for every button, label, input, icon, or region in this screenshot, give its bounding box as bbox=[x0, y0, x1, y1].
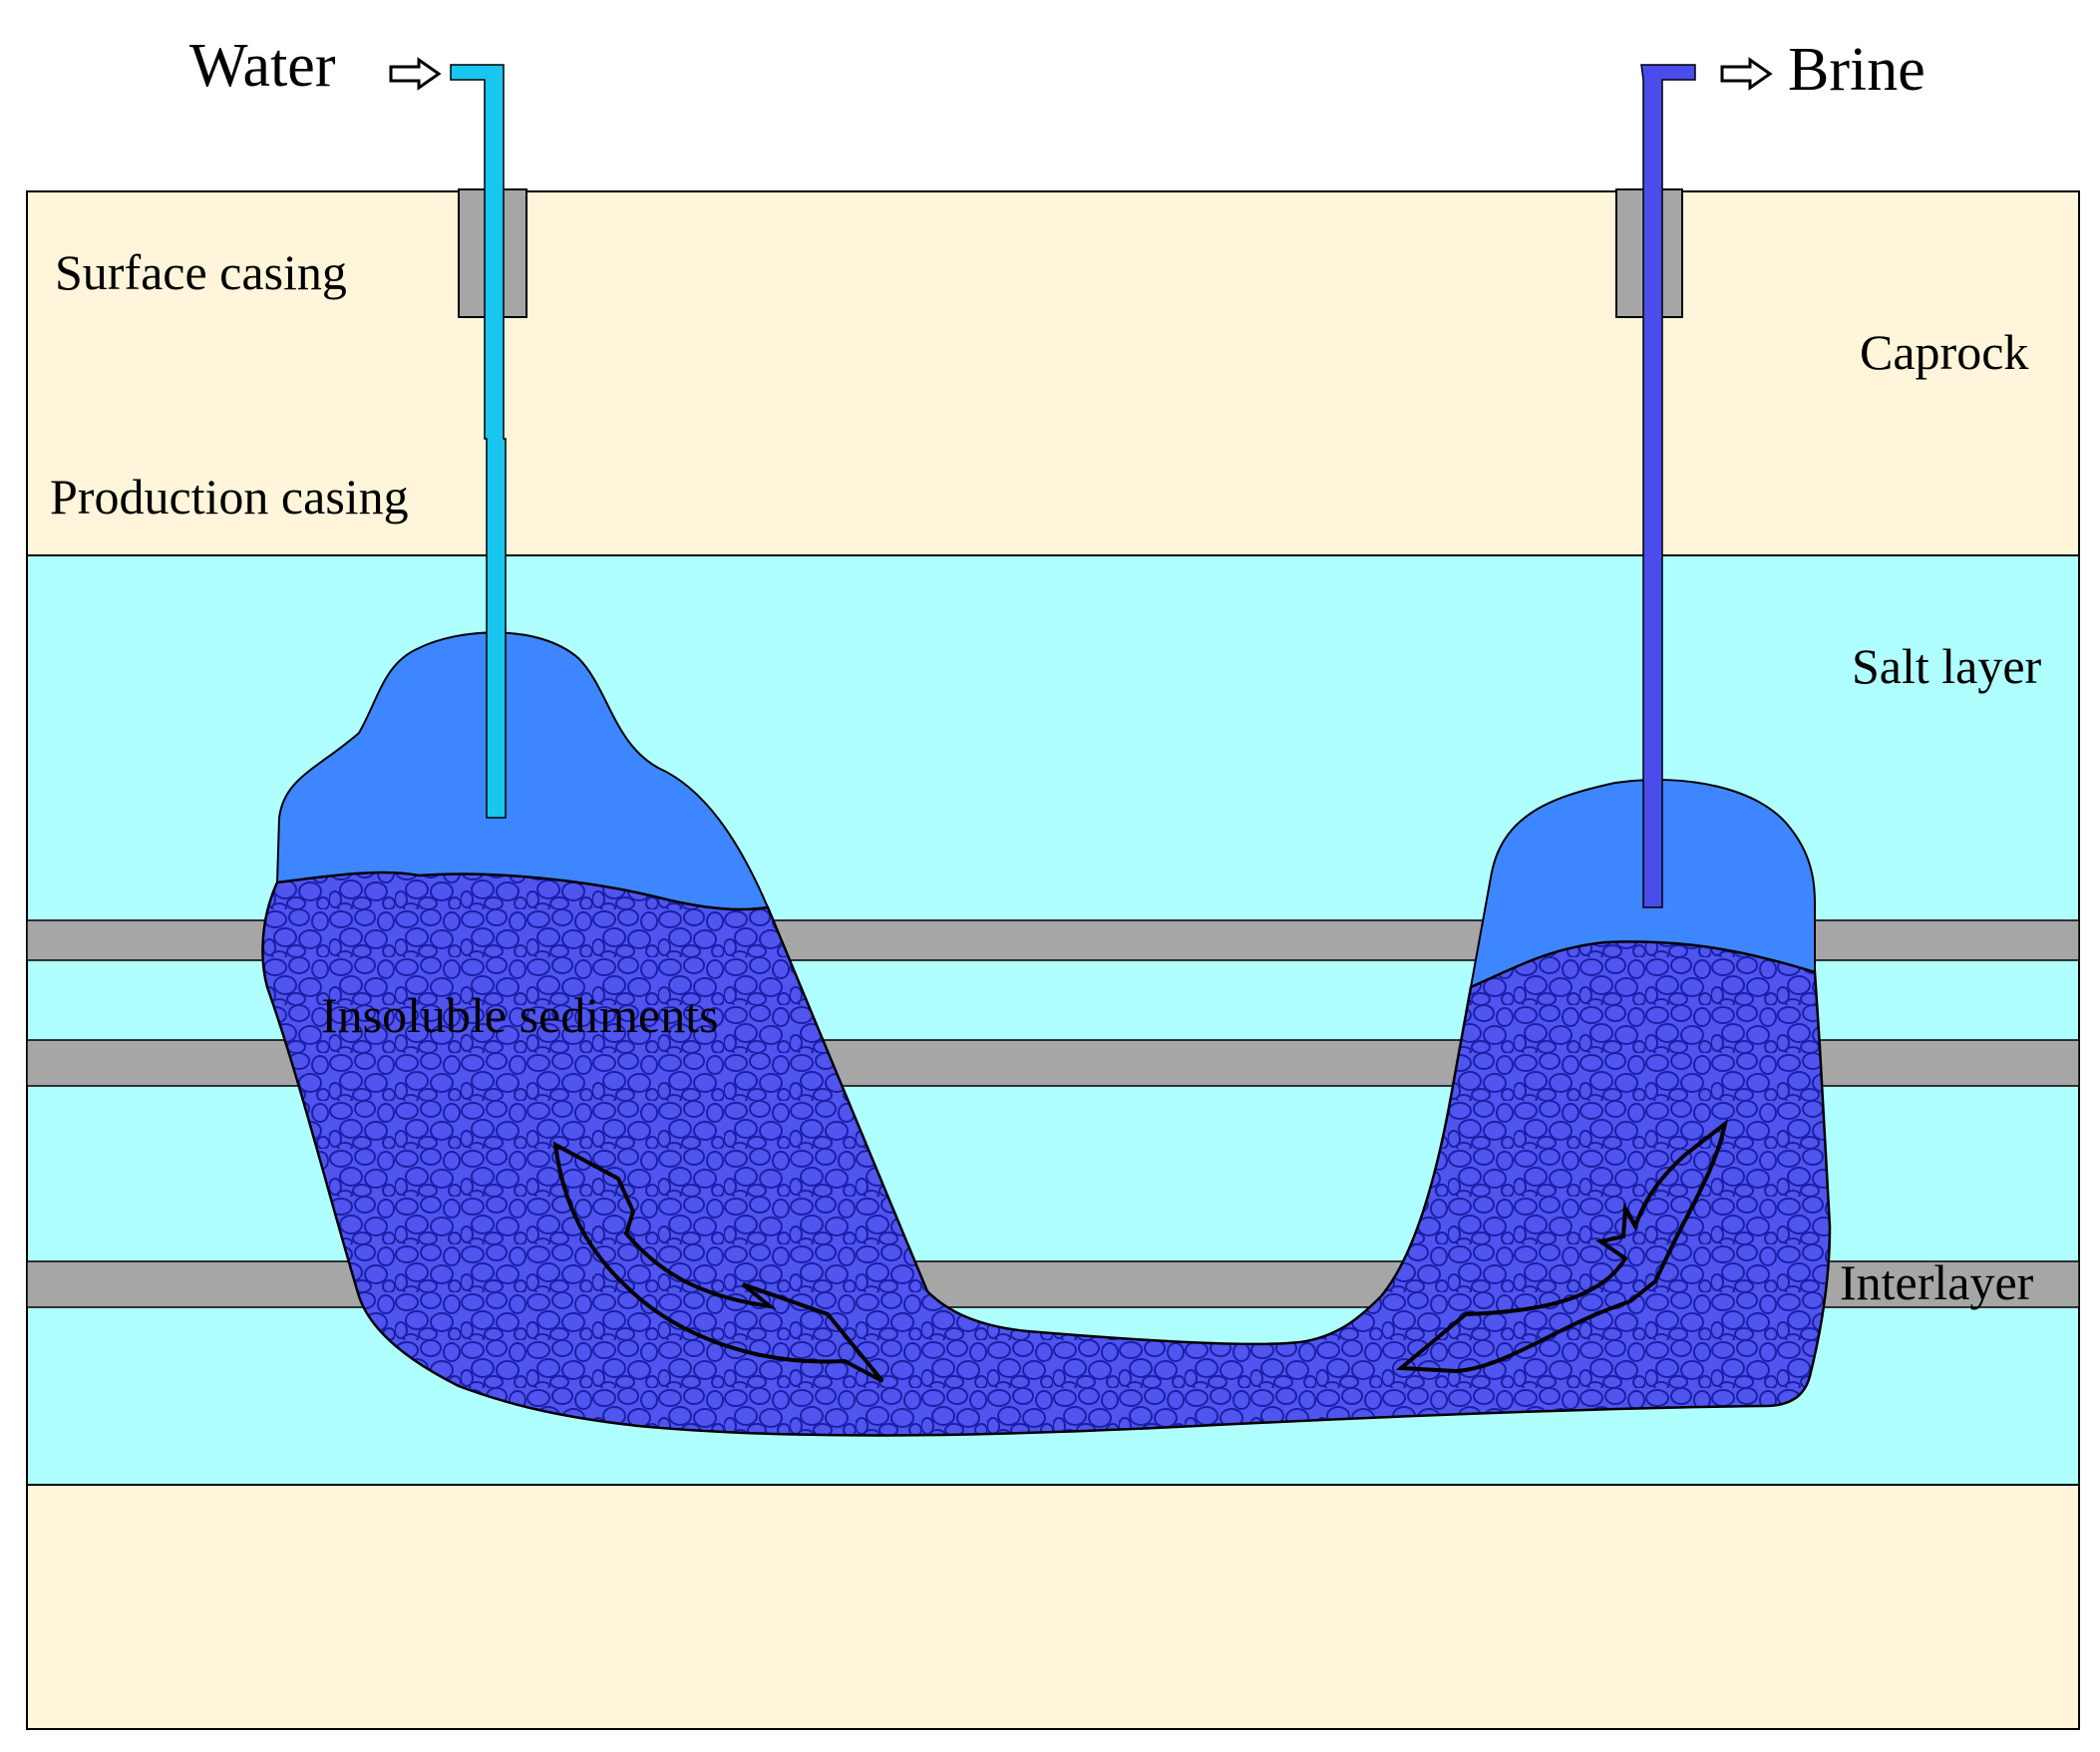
caprock-label: Caprock bbox=[1860, 324, 2028, 380]
water-injection-pipe bbox=[450, 64, 507, 819]
brine-extraction-pipe bbox=[1640, 64, 1696, 908]
surface-casing-label: Surface casing bbox=[55, 244, 347, 300]
left-flow-arrow-icon bbox=[552, 1141, 884, 1383]
brine-outflow-arrow-icon bbox=[1720, 57, 1773, 91]
base-rock-layer bbox=[26, 1484, 2080, 1730]
insoluble-sediments-label: Insoluble sediments bbox=[321, 987, 719, 1043]
caprock-layer bbox=[26, 190, 2080, 556]
left-cavern-liquid bbox=[275, 631, 770, 924]
production-casing-label: Production casing bbox=[50, 469, 409, 525]
interlayer-label: Interlayer bbox=[1840, 1254, 2034, 1310]
water-inflow-arrow-icon bbox=[389, 57, 442, 91]
brine-label: Brine bbox=[1788, 36, 1925, 104]
insoluble-sediments-body bbox=[261, 871, 1832, 1437]
flow-arrows bbox=[552, 1119, 1729, 1383]
salt-layer-label: Salt layer bbox=[1852, 638, 2042, 694]
right-flow-arrow-icon bbox=[1395, 1119, 1729, 1374]
water-label: Water bbox=[189, 32, 336, 100]
